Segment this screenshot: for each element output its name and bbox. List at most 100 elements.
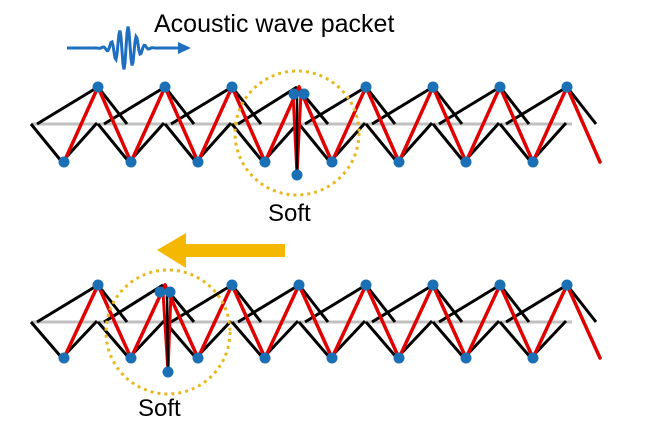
black-bond bbox=[364, 284, 397, 323]
black-bond bbox=[364, 86, 397, 125]
red-bond bbox=[565, 283, 602, 360]
node bbox=[460, 156, 472, 168]
node bbox=[58, 352, 70, 364]
node bbox=[92, 279, 104, 291]
black-bond bbox=[163, 86, 196, 125]
yellow-left-arrow-icon bbox=[157, 233, 285, 268]
black-bond bbox=[230, 284, 263, 323]
node bbox=[360, 279, 372, 291]
black-bond bbox=[364, 321, 399, 359]
red-bond bbox=[196, 283, 234, 360]
wave-arrowhead bbox=[178, 42, 191, 54]
black-bond bbox=[29, 123, 64, 163]
red-bond bbox=[364, 283, 401, 360]
black-bond bbox=[371, 85, 434, 126]
black-bond bbox=[103, 85, 166, 126]
black-bond bbox=[431, 86, 464, 125]
black-bond bbox=[371, 283, 434, 324]
node bbox=[298, 88, 310, 100]
wave-packet-label: Acoustic wave packet bbox=[154, 10, 395, 38]
black-bond bbox=[237, 283, 300, 324]
node bbox=[494, 279, 506, 291]
black-bond bbox=[96, 284, 129, 323]
node bbox=[259, 352, 271, 364]
node bbox=[460, 352, 472, 364]
node bbox=[326, 156, 338, 168]
black-bond bbox=[431, 321, 466, 359]
node bbox=[427, 81, 439, 93]
node bbox=[125, 156, 137, 168]
red-bond bbox=[498, 85, 535, 164]
node bbox=[226, 279, 238, 291]
top-chain bbox=[29, 69, 602, 197]
red-bond bbox=[531, 85, 569, 164]
red-bond bbox=[163, 85, 200, 164]
node bbox=[226, 81, 238, 93]
node bbox=[125, 352, 137, 364]
node bbox=[192, 352, 204, 364]
soft-label-top: Soft bbox=[268, 200, 311, 227]
soft-label-bottom: Soft bbox=[138, 395, 181, 422]
black-bond bbox=[438, 283, 501, 324]
black-bond bbox=[29, 321, 64, 359]
red-bond bbox=[62, 283, 100, 360]
black-bond bbox=[505, 283, 568, 324]
black-bond bbox=[565, 284, 598, 323]
arrow-shaft bbox=[183, 244, 285, 257]
black-bond bbox=[230, 321, 265, 359]
node bbox=[293, 279, 305, 291]
black-bond bbox=[364, 123, 399, 163]
black-bond bbox=[297, 321, 332, 359]
node bbox=[291, 169, 303, 181]
black-bond bbox=[498, 321, 533, 359]
black-bond bbox=[230, 86, 263, 125]
red-bond bbox=[464, 283, 502, 360]
bottom-chain bbox=[29, 268, 602, 396]
red-bond bbox=[129, 85, 167, 164]
red-bond bbox=[96, 85, 133, 164]
red-bond bbox=[230, 283, 267, 360]
node bbox=[58, 156, 70, 168]
soft-region-circle bbox=[104, 268, 232, 396]
red-bond bbox=[397, 283, 435, 360]
node bbox=[192, 156, 204, 168]
node bbox=[494, 81, 506, 93]
red-bond bbox=[196, 85, 234, 164]
black-bond bbox=[498, 123, 533, 163]
red-bond bbox=[330, 85, 368, 164]
black-bond bbox=[96, 321, 131, 359]
red-bond bbox=[565, 85, 602, 164]
black-bond bbox=[163, 123, 198, 163]
node bbox=[164, 286, 176, 298]
arrow-head bbox=[157, 233, 186, 268]
red-bond bbox=[62, 85, 100, 164]
red-bond bbox=[397, 85, 435, 164]
node bbox=[259, 156, 271, 168]
node bbox=[427, 279, 439, 291]
node bbox=[154, 286, 166, 298]
wave-curve bbox=[67, 26, 180, 70]
soft-stem bbox=[165, 291, 170, 373]
node bbox=[360, 81, 372, 93]
red-bond bbox=[431, 283, 468, 360]
black-bond bbox=[36, 85, 99, 126]
red-bond bbox=[498, 283, 535, 360]
node bbox=[393, 352, 405, 364]
red-bond bbox=[96, 283, 133, 360]
red-bond bbox=[531, 283, 569, 360]
red-bond bbox=[431, 85, 468, 164]
black-bond bbox=[170, 85, 233, 126]
black-bond bbox=[505, 85, 568, 126]
black-bond bbox=[498, 86, 531, 125]
black-bond bbox=[565, 86, 598, 125]
red-bond bbox=[364, 85, 401, 164]
black-bond bbox=[297, 284, 330, 323]
node bbox=[159, 81, 171, 93]
node bbox=[92, 81, 104, 93]
black-bond bbox=[431, 284, 464, 323]
black-bond bbox=[237, 85, 298, 126]
black-bond bbox=[230, 123, 265, 163]
black-bond bbox=[438, 85, 501, 126]
red-bond bbox=[263, 283, 301, 360]
